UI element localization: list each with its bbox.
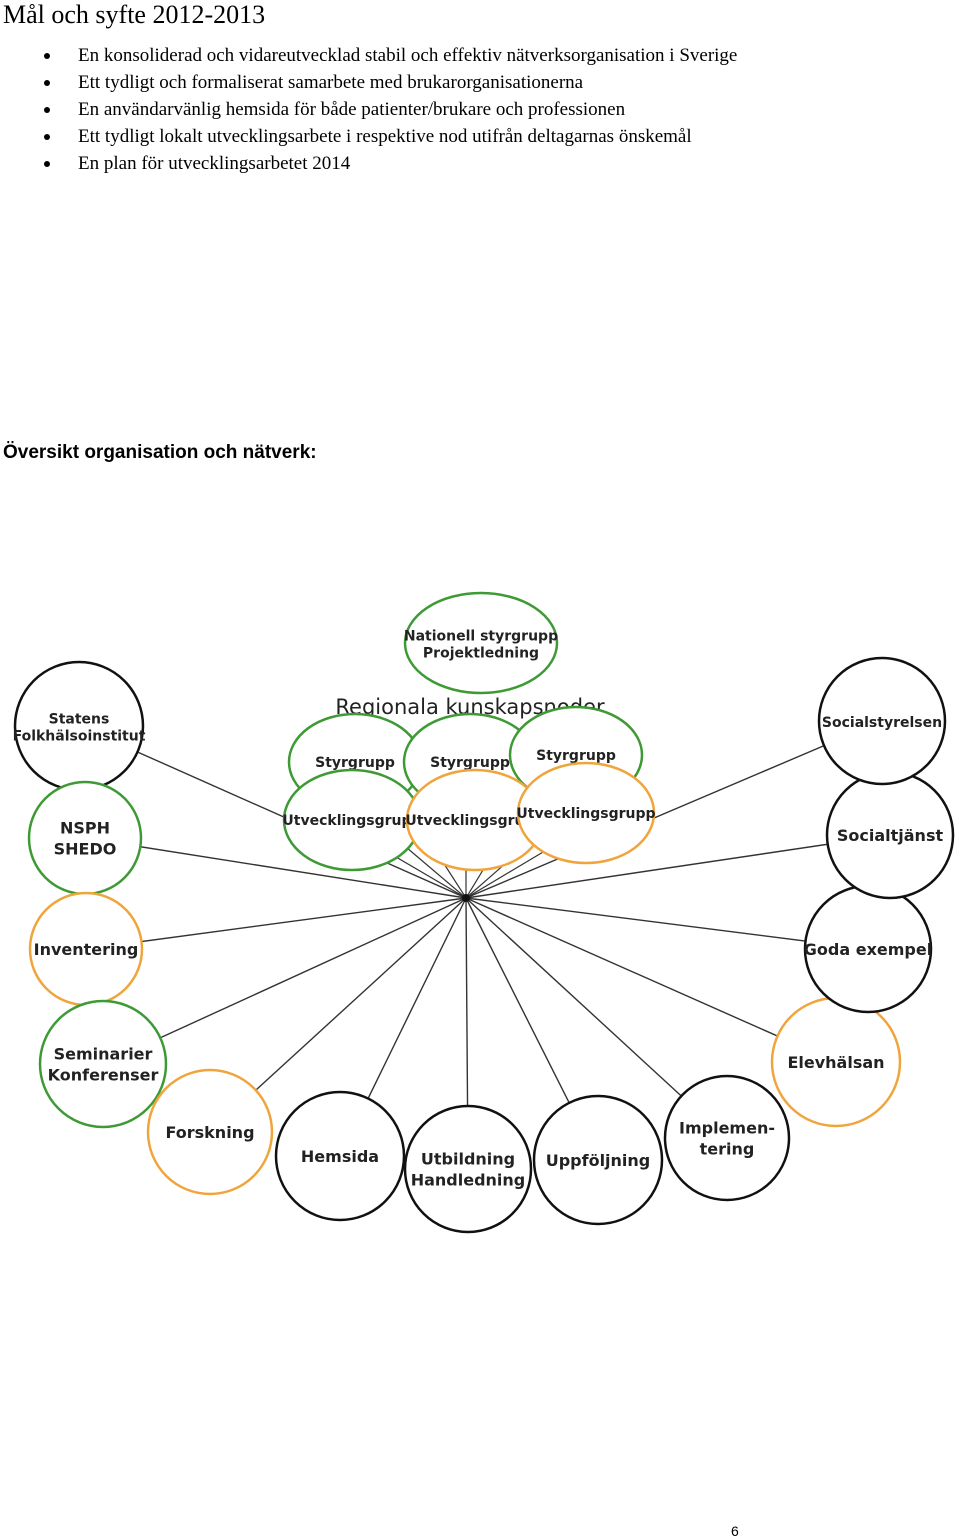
goal-text: En användarvänlig hemsida för både patie… [78, 99, 626, 120]
node-label: Utvecklingsgrupp [516, 806, 655, 822]
node-label: Hemsida [301, 1147, 379, 1166]
overview-title: Översikt organisation och nätverk: [3, 442, 317, 463]
connector-line [102, 897, 467, 1065]
hub-point [462, 894, 470, 902]
goal-text: Ett tydligt lokalt utvecklingsarbete i r… [78, 126, 692, 147]
node-circle [663, 1074, 791, 1202]
node-label: Utvecklingsgrupp [405, 813, 544, 829]
node-circle [817, 656, 947, 786]
connector-line [399, 841, 467, 899]
goal-text: En plan för utvecklingsarbetet 2014 [78, 153, 351, 174]
connector-line [465, 897, 869, 950]
bullet-icon [44, 134, 50, 140]
goals-list: En konsoliderad och vidareutvecklad stab… [0, 42, 768, 177]
goal-item: En konsoliderad och vidareutvecklad stab… [0, 42, 768, 69]
node-label: Konferenser [48, 1066, 159, 1085]
node-circle [38, 999, 168, 1129]
goal-item: Ett tydligt lokalt utvecklingsarbete i r… [0, 123, 768, 150]
node-label: tering [700, 1140, 755, 1159]
node-label: Utvecklingsgrupp [282, 813, 421, 829]
goal-item: En användarvänlig hemsida för både patie… [0, 96, 768, 123]
page-heading: Mål och syfte 2012-2013 [3, 0, 266, 29]
node-label: Elevhälsan [787, 1053, 884, 1072]
node-circle [403, 1104, 533, 1234]
node-goda: Goda exempel [803, 884, 933, 1014]
node-label: Seminarier [54, 1045, 153, 1064]
node-label: Socialstyrelsen [822, 715, 942, 731]
connector-line [78, 725, 467, 899]
node-label: Styrgrupp [430, 755, 510, 771]
node-label: Folkhälsoinstitut [13, 729, 146, 745]
node-utvecklingsgrupp: Utvecklingsgrupp [282, 768, 422, 872]
node-label: Inventering [34, 940, 139, 959]
node-label: Statens [49, 712, 110, 728]
organisation-network-diagram: Nationell styrgruppProjektledningRegiona… [13, 591, 955, 1234]
node-socialtjanst: Socialtjänst [825, 770, 955, 900]
bullet-icon [44, 161, 50, 167]
node-forskning: Forskning [146, 1068, 274, 1196]
connector-line [85, 897, 467, 950]
node-label: Forskning [165, 1123, 254, 1142]
node-label: Utbildning [421, 1150, 515, 1169]
goal-item: En plan för utvecklingsarbetet 2014 [0, 150, 768, 177]
goal-text: Ett tydligt och formaliserat samarbete m… [78, 72, 584, 93]
node-hemsida: Hemsida [274, 1090, 406, 1222]
diagram-nodes: Nationell styrgruppProjektledningRegiona… [13, 591, 955, 1234]
connector-line [84, 837, 467, 899]
connector-line [465, 720, 883, 899]
goal-text: En konsoliderad och vidareutvecklad stab… [78, 45, 738, 66]
node-utvecklingsgrupp: Utvecklingsgrupp [516, 761, 656, 865]
connector-line [465, 834, 891, 899]
node-inventering: Inventering [28, 891, 144, 1007]
node-label: Nationell styrgrupp [404, 629, 558, 645]
node-label: Projektledning [423, 646, 539, 662]
goal-item: Ett tydligt och formaliserat samarbete m… [0, 69, 768, 96]
bullet-icon [44, 80, 50, 86]
node-elevhalsan: Elevhälsan [770, 996, 902, 1128]
node-circle [274, 1090, 406, 1222]
page-number: 6 [731, 1523, 739, 1539]
node-circle [27, 780, 143, 896]
connector-line [465, 897, 837, 1063]
node-utvecklingsgrupp: Utvecklingsgrupp [405, 768, 545, 872]
node-circle [532, 1094, 664, 1226]
node-label: Goda exempel [804, 940, 932, 959]
node-socialstyrelsen: Socialstyrelsen [817, 656, 947, 786]
node-label: SHEDO [54, 840, 117, 859]
node-nsph: NSPH SHEDO [27, 780, 143, 896]
node-label: Socialtjänst [837, 826, 944, 845]
bullet-icon [44, 53, 50, 59]
node-circle [516, 761, 656, 865]
node-label: Styrgrupp [315, 755, 395, 771]
node-label: Handledning [411, 1171, 526, 1190]
node-label: Implemen- [679, 1119, 775, 1138]
node-implementering: Implemen-tering [663, 1074, 791, 1202]
bullet-icon [44, 107, 50, 113]
node-circle [403, 591, 559, 695]
node-label: Uppföljning [546, 1151, 651, 1170]
node-circle [146, 1068, 274, 1196]
node-label: Styrgrupp [536, 748, 616, 764]
node-label: NSPH [60, 819, 110, 838]
node-uppfoljning: Uppföljning [532, 1094, 664, 1226]
